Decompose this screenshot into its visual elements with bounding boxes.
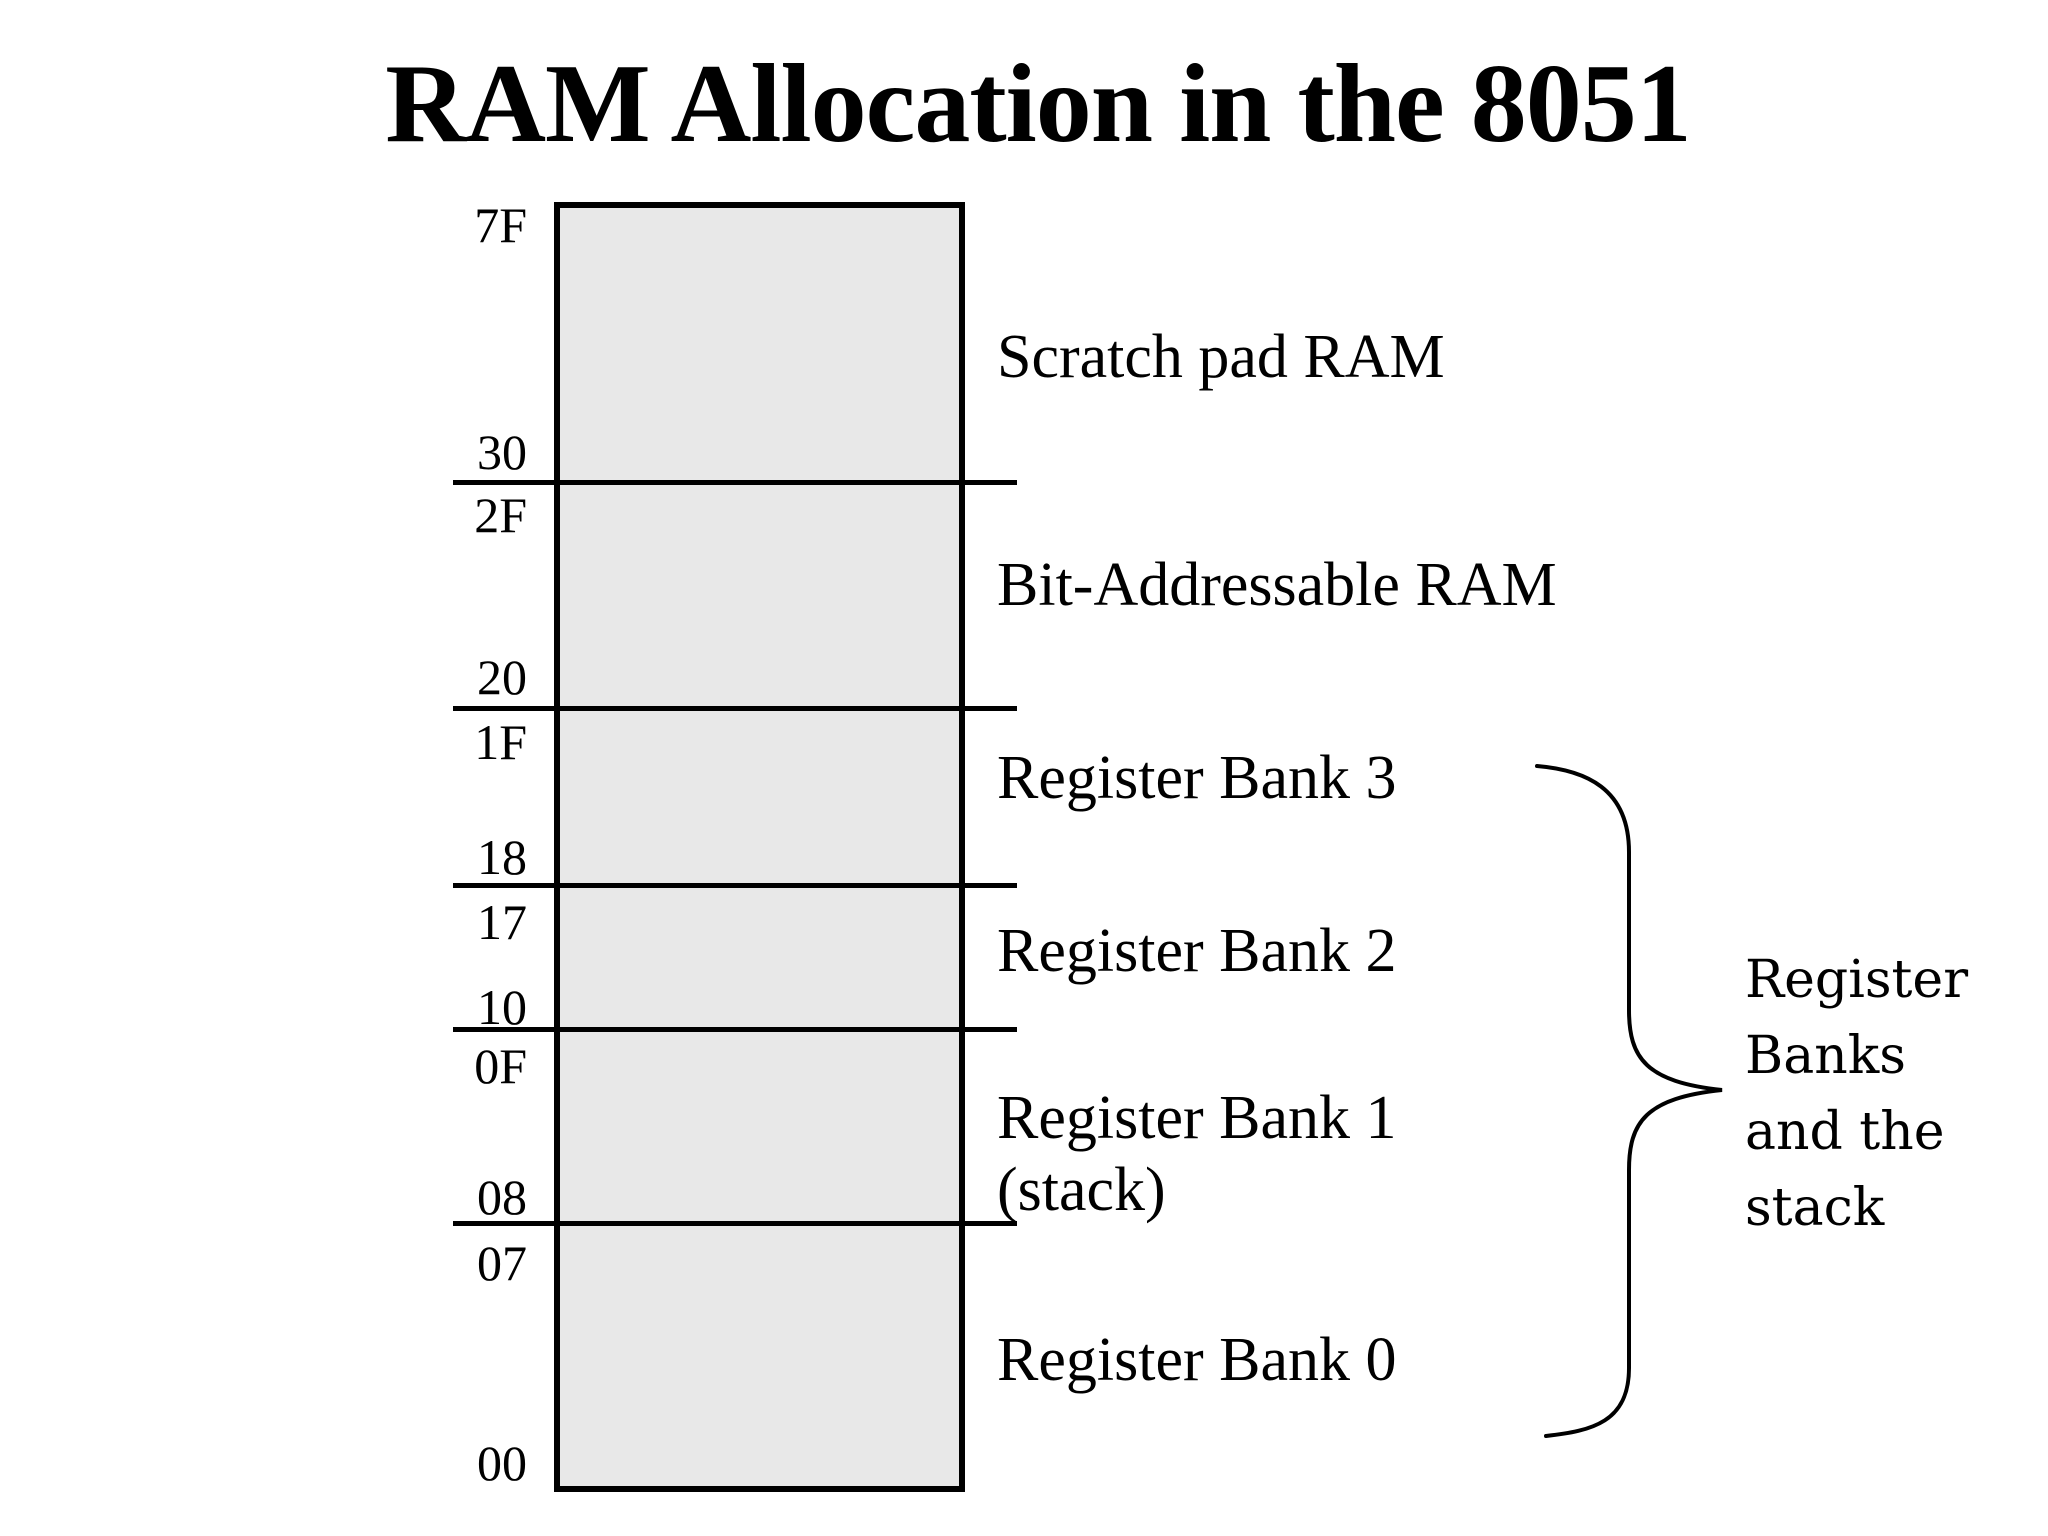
memory-map-box — [554, 202, 965, 1492]
addr-17: 17 — [477, 894, 527, 950]
addr-00: 00 — [477, 1435, 527, 1491]
brace-note-line2: Banks — [1745, 1026, 1906, 1086]
addr-7F: 7F — [474, 197, 527, 253]
addr-10: 10 — [477, 979, 527, 1035]
addr-18: 18 — [477, 829, 527, 885]
addr-0F: 0F — [474, 1038, 527, 1094]
region-label-register-bank-3: Register Bank 3 — [997, 744, 1397, 812]
page-title: RAM Allocation in the 8051 — [385, 42, 1692, 166]
divider-30-2F — [453, 480, 1017, 485]
brace-note-line1: Register — [1745, 950, 1969, 1010]
region-label-scratch-pad-ram: Scratch pad RAM — [997, 323, 1445, 391]
region-label-register-bank-2: Register Bank 2 — [997, 917, 1397, 985]
divider-08-07 — [453, 1221, 1017, 1226]
register-bank-1-line2: (stack) — [997, 1156, 1166, 1224]
region-label-register-bank-0: Register Bank 0 — [997, 1326, 1397, 1394]
curly-brace-icon — [1535, 764, 1723, 1438]
addr-08: 08 — [477, 1169, 527, 1225]
region-label-bit-addressable-ram: Bit-Addressable RAM — [997, 551, 1557, 619]
brace-note: Register Banks and the stack — [1745, 942, 1968, 1246]
brace-note-line4: stack — [1745, 1178, 1885, 1238]
addr-20: 20 — [477, 649, 527, 705]
divider-20-1F — [453, 706, 1017, 711]
register-bank-1-line1: Register Bank 1 — [997, 1084, 1397, 1152]
register-banks-brace — [1520, 750, 1740, 1450]
brace-note-line3: and the — [1745, 1102, 1945, 1162]
addr-07: 07 — [477, 1235, 527, 1291]
divider-18-17 — [453, 883, 1017, 888]
addr-30: 30 — [477, 424, 527, 480]
addr-2F: 2F — [474, 487, 527, 543]
addr-1F: 1F — [474, 714, 527, 770]
divider-10-0F — [453, 1027, 1017, 1032]
region-label-register-bank-1: Register Bank 1 (stack) — [997, 1082, 1397, 1226]
